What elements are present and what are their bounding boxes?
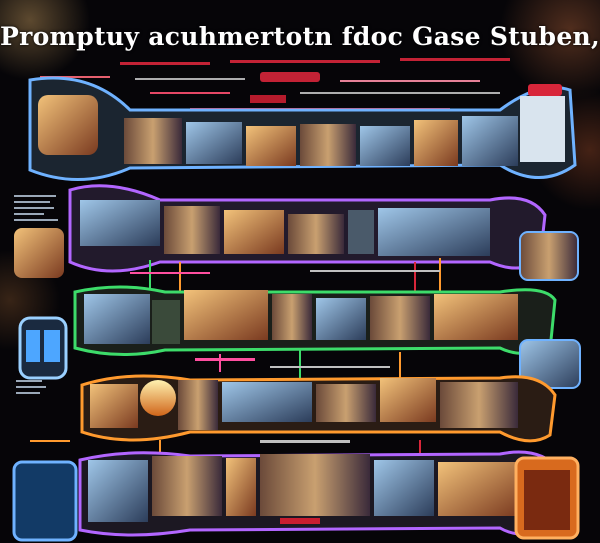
decor-text-lines-middle: [30, 270, 440, 524]
poster-title: Promptuy acuhmertotn fdoc Gase Stuben,: [0, 22, 600, 51]
filmstrip-row-3: [18, 285, 581, 389]
filmstrip-row-4: [80, 374, 557, 443]
filmstrip-row-2: [14, 184, 579, 281]
filmstrip-row-5: [12, 450, 580, 542]
decor-side-text-left: [14, 195, 58, 394]
filmstrip-row-1: [28, 76, 577, 182]
